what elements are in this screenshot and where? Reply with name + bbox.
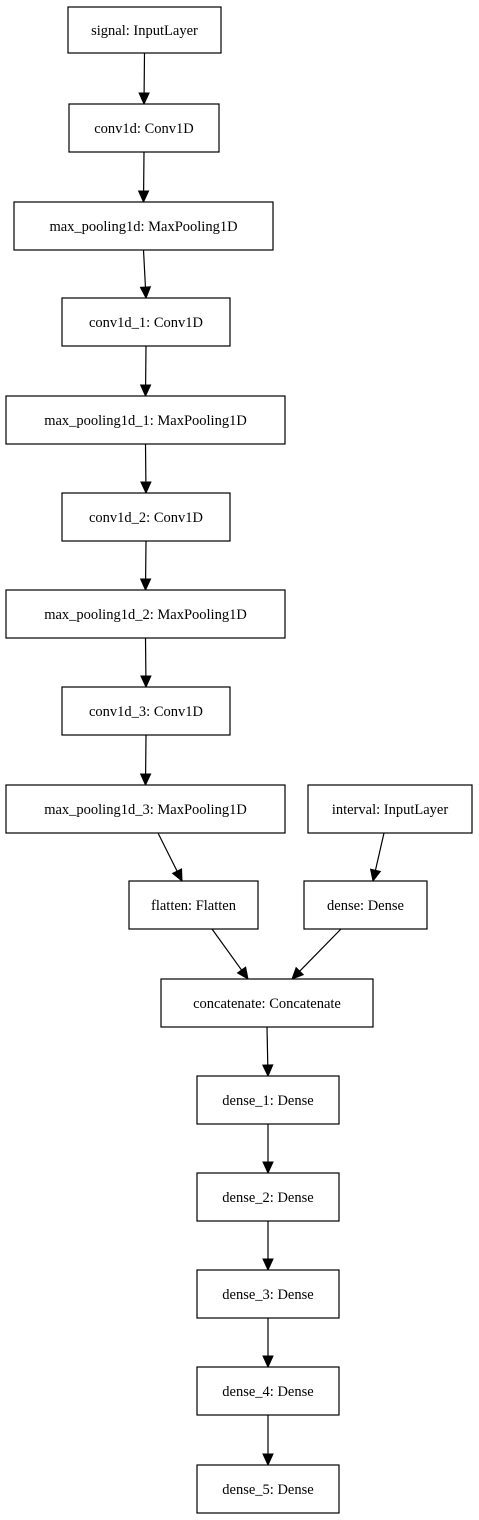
node-label: max_pooling1d_3: MaxPooling1D bbox=[44, 802, 247, 818]
node-label: signal: InputLayer bbox=[91, 23, 198, 39]
node-box bbox=[5, 784, 286, 834]
edge-conv1d_1-to-max_pooling1d_1 bbox=[139, 345, 152, 398]
node-box bbox=[68, 103, 220, 153]
node-box bbox=[61, 297, 231, 347]
node-box bbox=[5, 395, 286, 445]
node-concatenate: concatenate: Concatenate bbox=[160, 978, 374, 1028]
arrowhead-icon bbox=[262, 1161, 274, 1175]
node-dense-4: dense_4: Dense bbox=[196, 1366, 340, 1416]
node-box bbox=[160, 978, 374, 1028]
edge-concatenate-to-dense_1 bbox=[261, 1026, 274, 1078]
node-box bbox=[67, 6, 222, 54]
node-label: dense_5: Dense bbox=[222, 1482, 313, 1498]
node-label: dense_4: Dense bbox=[222, 1384, 313, 1400]
node-conv1d-3: conv1d_3: Conv1D bbox=[61, 686, 231, 736]
node-box bbox=[61, 492, 231, 542]
node-label: conv1d: Conv1D bbox=[94, 121, 193, 137]
node-box bbox=[196, 1075, 340, 1125]
node-dense: dense: Dense bbox=[303, 880, 428, 930]
node-dense-5: dense_5: Dense bbox=[196, 1464, 340, 1514]
arrowhead-icon bbox=[262, 1453, 274, 1467]
edge-signal-to-conv1d bbox=[138, 52, 150, 106]
arrowhead-icon bbox=[236, 966, 249, 980]
edge-conv1d_2-to-max_pooling1d_2 bbox=[139, 540, 152, 592]
edge-dense_4-to-dense_5 bbox=[262, 1415, 274, 1467]
arrowhead-icon bbox=[262, 1258, 274, 1272]
node-max-pooling1d-3: max_pooling1d_3: MaxPooling1D bbox=[5, 784, 286, 834]
arrowhead-icon bbox=[139, 286, 152, 300]
node-label: conv1d_3: Conv1D bbox=[89, 704, 203, 720]
arrowhead-icon bbox=[139, 773, 152, 787]
edge-conv1d-to-max_pooling1d bbox=[137, 151, 150, 204]
arrowhead-icon bbox=[261, 1064, 274, 1078]
node-signal: signal: InputLayer bbox=[67, 6, 222, 54]
node-box bbox=[196, 1464, 340, 1514]
edge-line bbox=[374, 832, 385, 871]
node-label: dense_1: Dense bbox=[222, 1093, 313, 1109]
edge-dense-to-concatenate bbox=[291, 928, 342, 980]
arrowhead-icon bbox=[139, 384, 152, 398]
node-label: dense: Dense bbox=[327, 898, 404, 914]
node-box bbox=[13, 201, 274, 251]
edge-conv1d_3-to-max_pooling1d_3 bbox=[139, 734, 152, 787]
node-max-pooling1d-1: max_pooling1d_1: MaxPooling1D bbox=[5, 395, 286, 445]
node-box bbox=[303, 880, 428, 930]
node-label: max_pooling1d: MaxPooling1D bbox=[49, 219, 237, 235]
node-box bbox=[307, 784, 473, 834]
node-box bbox=[5, 589, 286, 639]
node-conv1d-2: conv1d_2: Conv1D bbox=[61, 492, 231, 542]
node-label: interval: InputLayer bbox=[332, 802, 449, 818]
node-dense-2: dense_2: Dense bbox=[196, 1172, 340, 1222]
node-interval: interval: InputLayer bbox=[307, 784, 473, 834]
node-label: max_pooling1d_1: MaxPooling1D bbox=[44, 413, 247, 429]
node-max-pooling1d: max_pooling1d: MaxPooling1D bbox=[13, 201, 274, 251]
node-dense-1: dense_1: Dense bbox=[196, 1075, 340, 1125]
edge-dense_2-to-dense_3 bbox=[262, 1221, 274, 1272]
nodes-layer: signal: InputLayer conv1d: Conv1D max_pool… bbox=[5, 6, 473, 1514]
edge-line bbox=[299, 928, 342, 972]
node-label: dense_3: Dense bbox=[222, 1287, 313, 1303]
arrowhead-icon bbox=[369, 868, 382, 883]
node-max-pooling1d-2: max_pooling1d_2: MaxPooling1D bbox=[5, 589, 286, 639]
edge-max_pooling1d-to-conv1d_1 bbox=[139, 249, 152, 300]
node-conv1d-1: conv1d_1: Conv1D bbox=[61, 297, 231, 347]
edge-flatten-to-concatenate bbox=[211, 928, 249, 980]
edge-max_pooling1d_3-to-flatten bbox=[157, 832, 183, 883]
edge-line bbox=[157, 832, 178, 872]
edge-interval-to-dense bbox=[369, 832, 385, 883]
arrowhead-icon bbox=[171, 868, 183, 883]
arrowhead-icon bbox=[140, 481, 152, 495]
node-box bbox=[196, 1366, 340, 1416]
node-label: conv1d_2: Conv1D bbox=[89, 510, 203, 526]
node-dense-3: dense_3: Dense bbox=[196, 1269, 340, 1319]
node-label: flatten: Flatten bbox=[151, 898, 237, 914]
arrowhead-icon bbox=[262, 1355, 274, 1369]
edge-dense_1-to-dense_2 bbox=[262, 1124, 274, 1175]
node-box bbox=[61, 686, 231, 736]
node-box bbox=[196, 1172, 340, 1222]
arrowhead-icon bbox=[291, 966, 305, 980]
edge-max_pooling1d_2-to-conv1d_3 bbox=[140, 637, 152, 689]
node-label: conv1d_1: Conv1D bbox=[89, 315, 203, 331]
edge-max_pooling1d_1-to-conv1d_2 bbox=[140, 443, 152, 495]
node-label: concatenate: Concatenate bbox=[193, 996, 341, 1012]
node-box bbox=[128, 880, 259, 930]
node-box bbox=[196, 1269, 340, 1319]
node-label: max_pooling1d_2: MaxPooling1D bbox=[44, 607, 247, 623]
node-flatten: flatten: Flatten bbox=[128, 880, 259, 930]
arrowhead-icon bbox=[139, 578, 152, 592]
arrowhead-icon bbox=[140, 675, 152, 689]
node-conv1d: conv1d: Conv1D bbox=[68, 103, 220, 153]
edge-dense_3-to-dense_4 bbox=[262, 1318, 274, 1369]
edge-line bbox=[142, 249, 147, 288]
arrowhead-icon bbox=[137, 190, 150, 204]
node-label: dense_2: Dense bbox=[222, 1190, 313, 1206]
edge-line bbox=[211, 928, 243, 971]
edge-line bbox=[266, 1026, 269, 1066]
edges-layer bbox=[137, 52, 385, 1467]
arrowhead-icon bbox=[138, 92, 150, 106]
